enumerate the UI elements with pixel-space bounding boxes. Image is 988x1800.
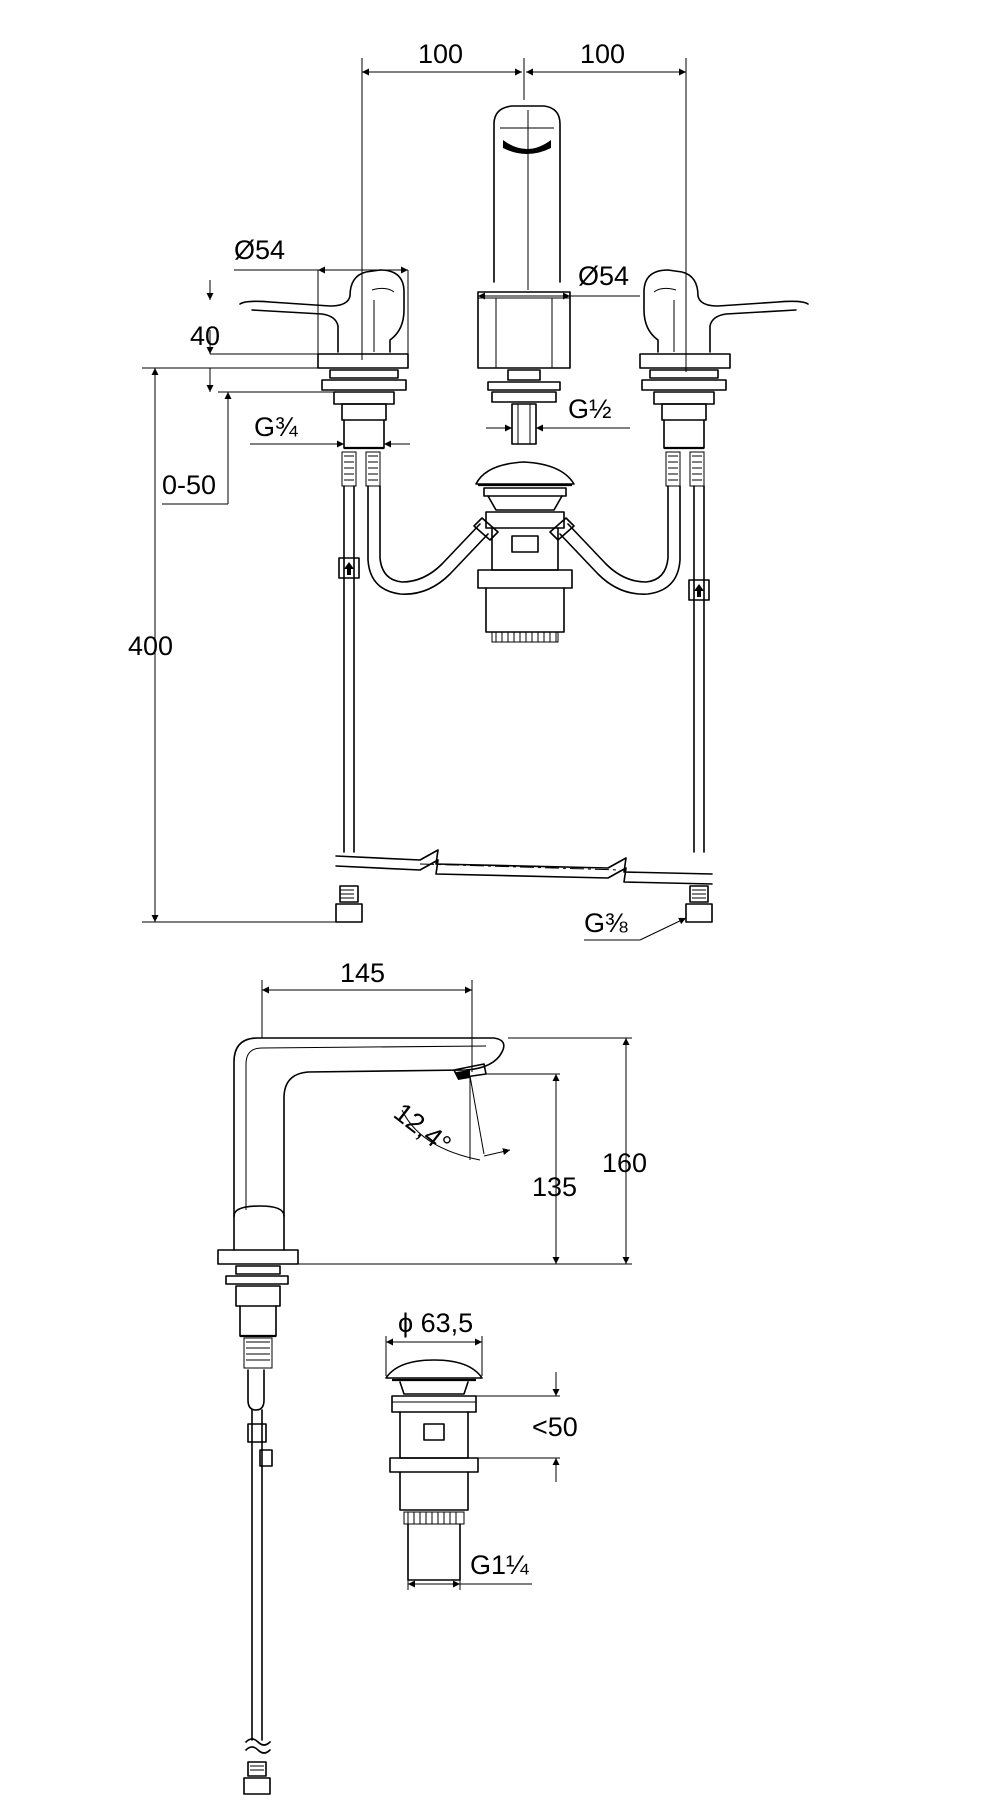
label-dia635: ϕ 63,5	[398, 1308, 473, 1338]
left-valve-body: G¾	[250, 369, 499, 853]
dimension-0-50: 0-50	[155, 367, 340, 505]
side-view: 145	[217, 958, 647, 1795]
label-g34: G¾	[254, 412, 298, 442]
hose-ends	[335, 885, 713, 923]
dimension-400: 400	[128, 367, 336, 923]
label-g114: G1¼	[470, 1550, 529, 1580]
label-g38: G⅜	[584, 908, 628, 938]
label-dia54-center: Ø54	[578, 261, 629, 291]
label-135: 135	[532, 1172, 577, 1202]
label-lt50: <50	[532, 1412, 578, 1442]
dimension-g38: G⅜	[584, 908, 687, 941]
break-line	[335, 849, 713, 885]
label-g12: G½	[568, 394, 612, 424]
right-valve-handle	[639, 269, 809, 369]
waste-front	[475, 461, 575, 643]
left-valve-handle: Ø54	[234, 235, 409, 369]
front-view: 100 100 Ø54	[128, 39, 809, 941]
label-dia54-left: Ø54	[234, 235, 285, 265]
dimension-100-100: 100 100	[361, 39, 687, 372]
label-400: 400	[128, 631, 173, 661]
label-0-50: 0-50	[162, 470, 216, 500]
dimension-145: 145	[261, 958, 473, 1072]
label-145: 145	[340, 958, 385, 988]
right-valve-body	[549, 369, 727, 853]
waste-side: ϕ 63,5 <50 G1¼	[385, 1308, 578, 1590]
label-40: 40	[190, 321, 220, 351]
center-spout: Ø54 G½	[477, 105, 640, 445]
dimension-135-160: 135 160	[298, 1037, 647, 1265]
spout-side	[217, 1037, 505, 1795]
label-100-left: 100	[418, 39, 463, 69]
label-100-right: 100	[580, 39, 625, 69]
dimension-40: 40	[190, 280, 318, 369]
dimension-angle: 12,4°	[388, 1075, 511, 1161]
label-160: 160	[602, 1148, 647, 1178]
